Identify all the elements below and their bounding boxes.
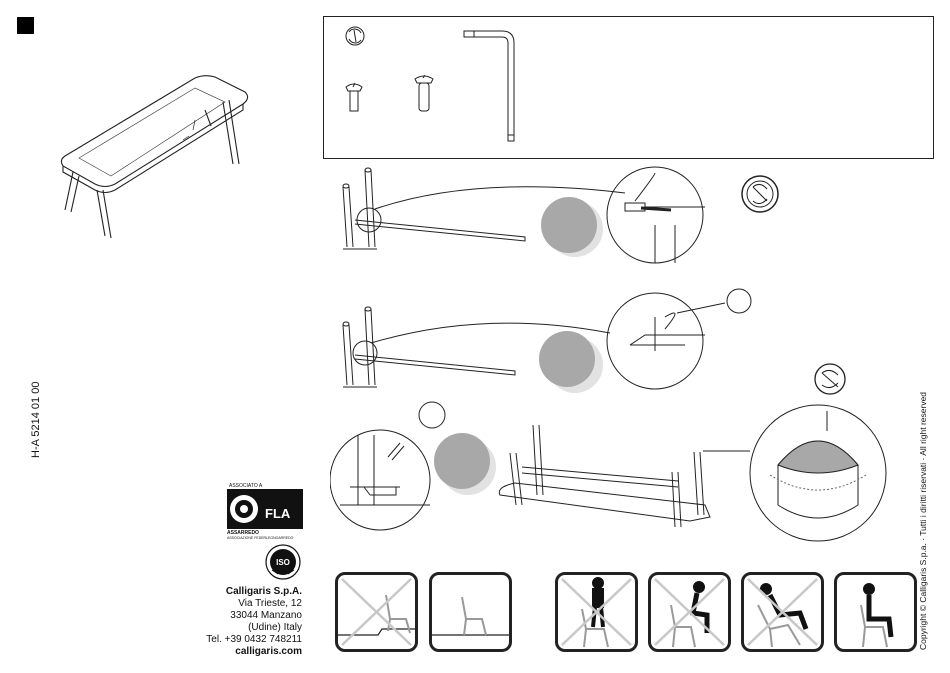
step-1-assembly-drawing — [335, 165, 785, 270]
pictogram-sitting-on-edge — [648, 572, 731, 652]
barrel-nut-icon — [415, 75, 433, 111]
rotate-tighten-icon — [742, 176, 778, 212]
company-name: Calligaris S.p.A. — [196, 586, 302, 598]
chair-icon — [462, 597, 486, 635]
fla-sub-text: ASSOCIAZIONE FEDERLEGNOARREDO — [227, 536, 294, 540]
copyright-notice: Copyright © Calligaris S.p.a. · Tutti i … — [918, 392, 928, 650]
pictogram-flat-floor — [429, 572, 512, 652]
company-website: calligaris.com — [196, 646, 302, 658]
rotate-tighten-icon — [815, 364, 845, 394]
fla-mark-text: FLA — [265, 506, 291, 521]
bench-icon — [55, 72, 255, 244]
rotate-tighten-icon — [346, 27, 364, 45]
company-phone: Tel. +39 0432 748211 — [196, 634, 302, 646]
hardware-parts-box — [323, 16, 934, 159]
screw-icon — [346, 83, 362, 111]
company-city: 33044 Manzano — [196, 610, 302, 622]
pictogram-uneven-floor — [335, 572, 418, 652]
corner-marker — [17, 17, 34, 34]
sitting-figure-icon — [593, 578, 603, 627]
iso-text: ISO — [276, 558, 290, 567]
pictogram-standing-on-chair — [555, 572, 638, 652]
step-3-assembly-drawing — [330, 355, 890, 550]
fla-top-text: ASSOCIATO A — [229, 483, 263, 489]
pictogram-leaning-back — [741, 572, 824, 652]
company-street: Via Trieste, 12 — [196, 598, 302, 610]
company-region: (Udine) Italy — [196, 622, 302, 634]
fla-logo: ASSOCIATO A FLA ASSARREDO ASSOCIAZIONE F… — [227, 482, 303, 540]
company-address: Calligaris S.p.A. Via Trieste, 12 33044 … — [196, 586, 302, 658]
allen-key-icon — [464, 31, 514, 141]
document-code: H-A 5214 01 00 — [30, 398, 46, 458]
iso-certification-logo: ISO — [264, 544, 302, 580]
pictogram-sitting-correctly — [834, 572, 917, 652]
